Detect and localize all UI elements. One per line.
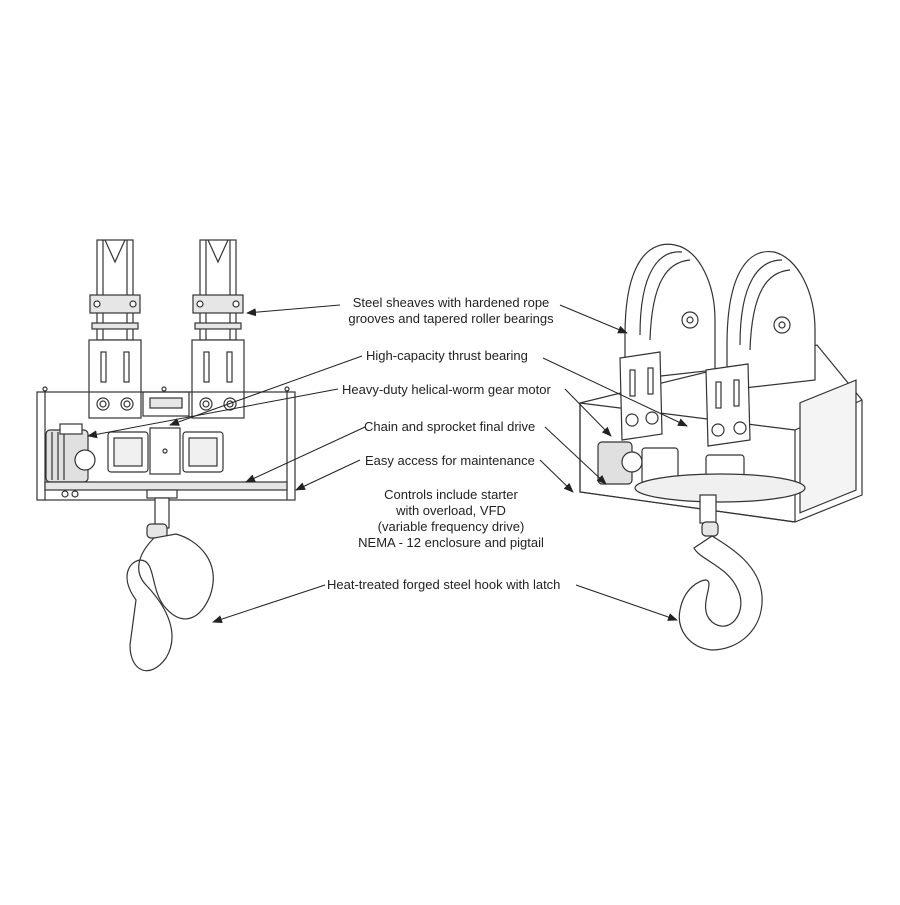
gear-motor-callout: Heavy-duty helical-worm gear motor — [342, 382, 551, 397]
callout-leaders — [87, 304, 688, 623]
leader-motor-right — [564, 388, 612, 437]
leader-maint-right — [539, 459, 574, 493]
sheaves-callout: Steel sheaves with hardened rope grooves… — [340, 295, 562, 327]
leader-hook-left — [212, 584, 326, 623]
leader-sheaves-left — [246, 304, 341, 317]
leader-maint-left — [295, 459, 361, 491]
leader-thrust-left — [169, 355, 363, 426]
controls-line-2: with overload, VFD — [396, 503, 506, 518]
iso-hook — [678, 535, 763, 651]
controls-callout: Controls include starter with overload, … — [340, 487, 562, 551]
leader-sheaves-right — [559, 304, 628, 334]
leader-chain-right — [544, 426, 607, 485]
leader-hook-right — [575, 584, 678, 621]
controls-line-1: Controls include starter — [384, 487, 518, 502]
controls-line-3: (variable frequency drive) — [377, 519, 525, 534]
front-view-hoist — [36, 239, 296, 672]
iso-right-sheave — [726, 250, 816, 391]
front-right-sheave — [192, 239, 244, 341]
leader-motor-left — [87, 388, 339, 439]
iso-left-sheave — [624, 243, 716, 381]
front-left-sheave — [89, 239, 141, 341]
thrust-bearing-callout: High-capacity thrust bearing — [366, 348, 528, 363]
leader-chain-left — [245, 426, 366, 483]
leader-thrust-right — [542, 357, 688, 427]
iso-view-hoist — [579, 243, 863, 651]
controls-line-4: NEMA - 12 enclosure and pigtail — [358, 535, 544, 550]
sheaves-callout-line1: Steel sheaves with hardened rope — [352, 295, 550, 310]
hook-callout: Heat-treated forged steel hook with latc… — [327, 577, 561, 592]
sheaves-callout-line2: grooves and tapered roller bearings — [348, 311, 554, 326]
front-hook — [126, 533, 214, 672]
chain-drive-callout: Chain and sprocket final drive — [364, 419, 536, 434]
maintenance-callout: Easy access for maintenance — [365, 453, 535, 468]
